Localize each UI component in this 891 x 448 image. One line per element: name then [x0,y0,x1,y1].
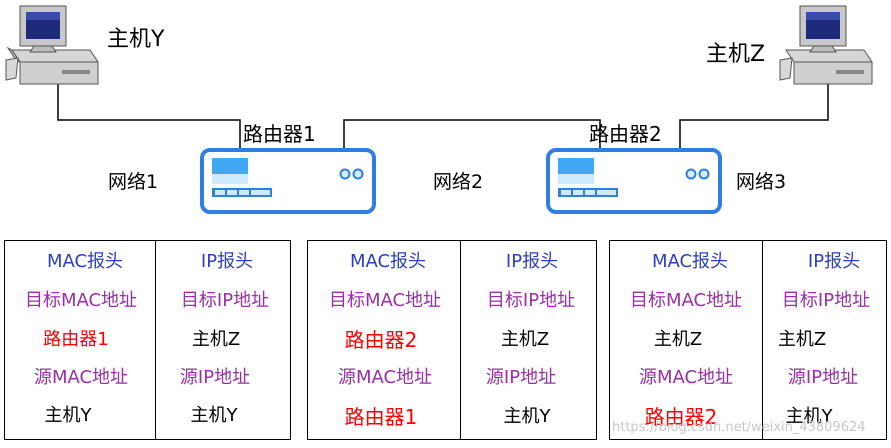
dst-ip-label: 目标IP地址 [180,290,270,311]
mac-header-title: MAC报头 [46,251,124,272]
dst-mac-value: 主机Z [653,329,703,350]
frame-panel-2: MAC报头 IP报头 目标MAC地址 目标IP地址 路由器2 主机Z 源MAC地… [307,240,597,440]
network-3-label: 网络3 [736,171,786,193]
src-mac-value: 路由器1 [344,405,418,429]
router1-label: 路由器1 [243,122,316,146]
computer-icon [779,5,873,85]
ip-header-title: IP报头 [505,251,559,272]
network-1-label: 网络1 [108,171,158,193]
dst-ip-value: 主机Z [191,329,241,350]
src-mac-label: 源MAC地址 [33,367,129,388]
dst-ip-label: 目标IP地址 [781,290,871,311]
router2-label: 路由器2 [589,122,662,146]
src-mac-label: 源MAC地址 [638,367,734,388]
dst-mac-value: 路由器1 [43,329,109,350]
mac-header-title: MAC报头 [349,251,427,272]
src-ip-label: 源IP地址 [179,367,251,388]
host-y-label: 主机Y [107,27,165,52]
panel-divider [762,241,763,439]
dst-ip-value: 主机Z [500,329,550,350]
src-mac-label: 源MAC地址 [337,367,433,388]
network-2-label: 网络2 [433,171,483,193]
frame-panel-1: MAC报头 IP报头 目标MAC地址 目标IP地址 路由器1 主机Z 源MAC地… [4,240,291,440]
frame-panel-3: MAC报头 IP报头 目标MAC地址 目标IP地址 主机Z 主机Z 源MAC地址… [609,240,887,440]
dst-ip-value: 主机Z [777,329,827,350]
watermark: https://blog.csdn.net/weixin_43809624 [612,420,866,435]
src-ip-value: 主机Y [190,405,238,426]
src-ip-label: 源IP地址 [787,367,859,388]
src-ip-value: 主机Y [503,406,551,427]
src-mac-value: 主机Y [44,405,92,426]
src-mac-value: 路由器2 [644,405,718,429]
ip-header-title: IP报头 [200,251,254,272]
panel-divider [460,241,461,439]
dst-ip-label: 目标IP地址 [486,290,576,311]
ip-header-title: IP报头 [807,251,861,272]
network-diagram: 主机Y 主机Z 路由器1 路由器2 网络1 网络2 网络3 [5,5,873,214]
router-icon [546,148,722,214]
computer-icon [5,5,99,85]
src-ip-label: 源IP地址 [485,367,557,388]
dst-mac-label: 目标MAC地址 [629,290,743,311]
link-host-y-router1 [57,82,241,150]
host-z-label: 主机Z [706,42,765,67]
src-ip-value: 主机Y [785,406,833,427]
mac-header-title: MAC报头 [651,251,729,272]
dst-mac-label: 目标MAC地址 [24,290,138,311]
router-icon [200,148,376,214]
link-router1-router2 [343,119,601,150]
panel-divider [155,241,156,439]
dst-mac-value: 路由器2 [344,328,418,352]
link-router2-host-z [679,82,829,150]
dst-mac-label: 目标MAC地址 [328,290,442,311]
